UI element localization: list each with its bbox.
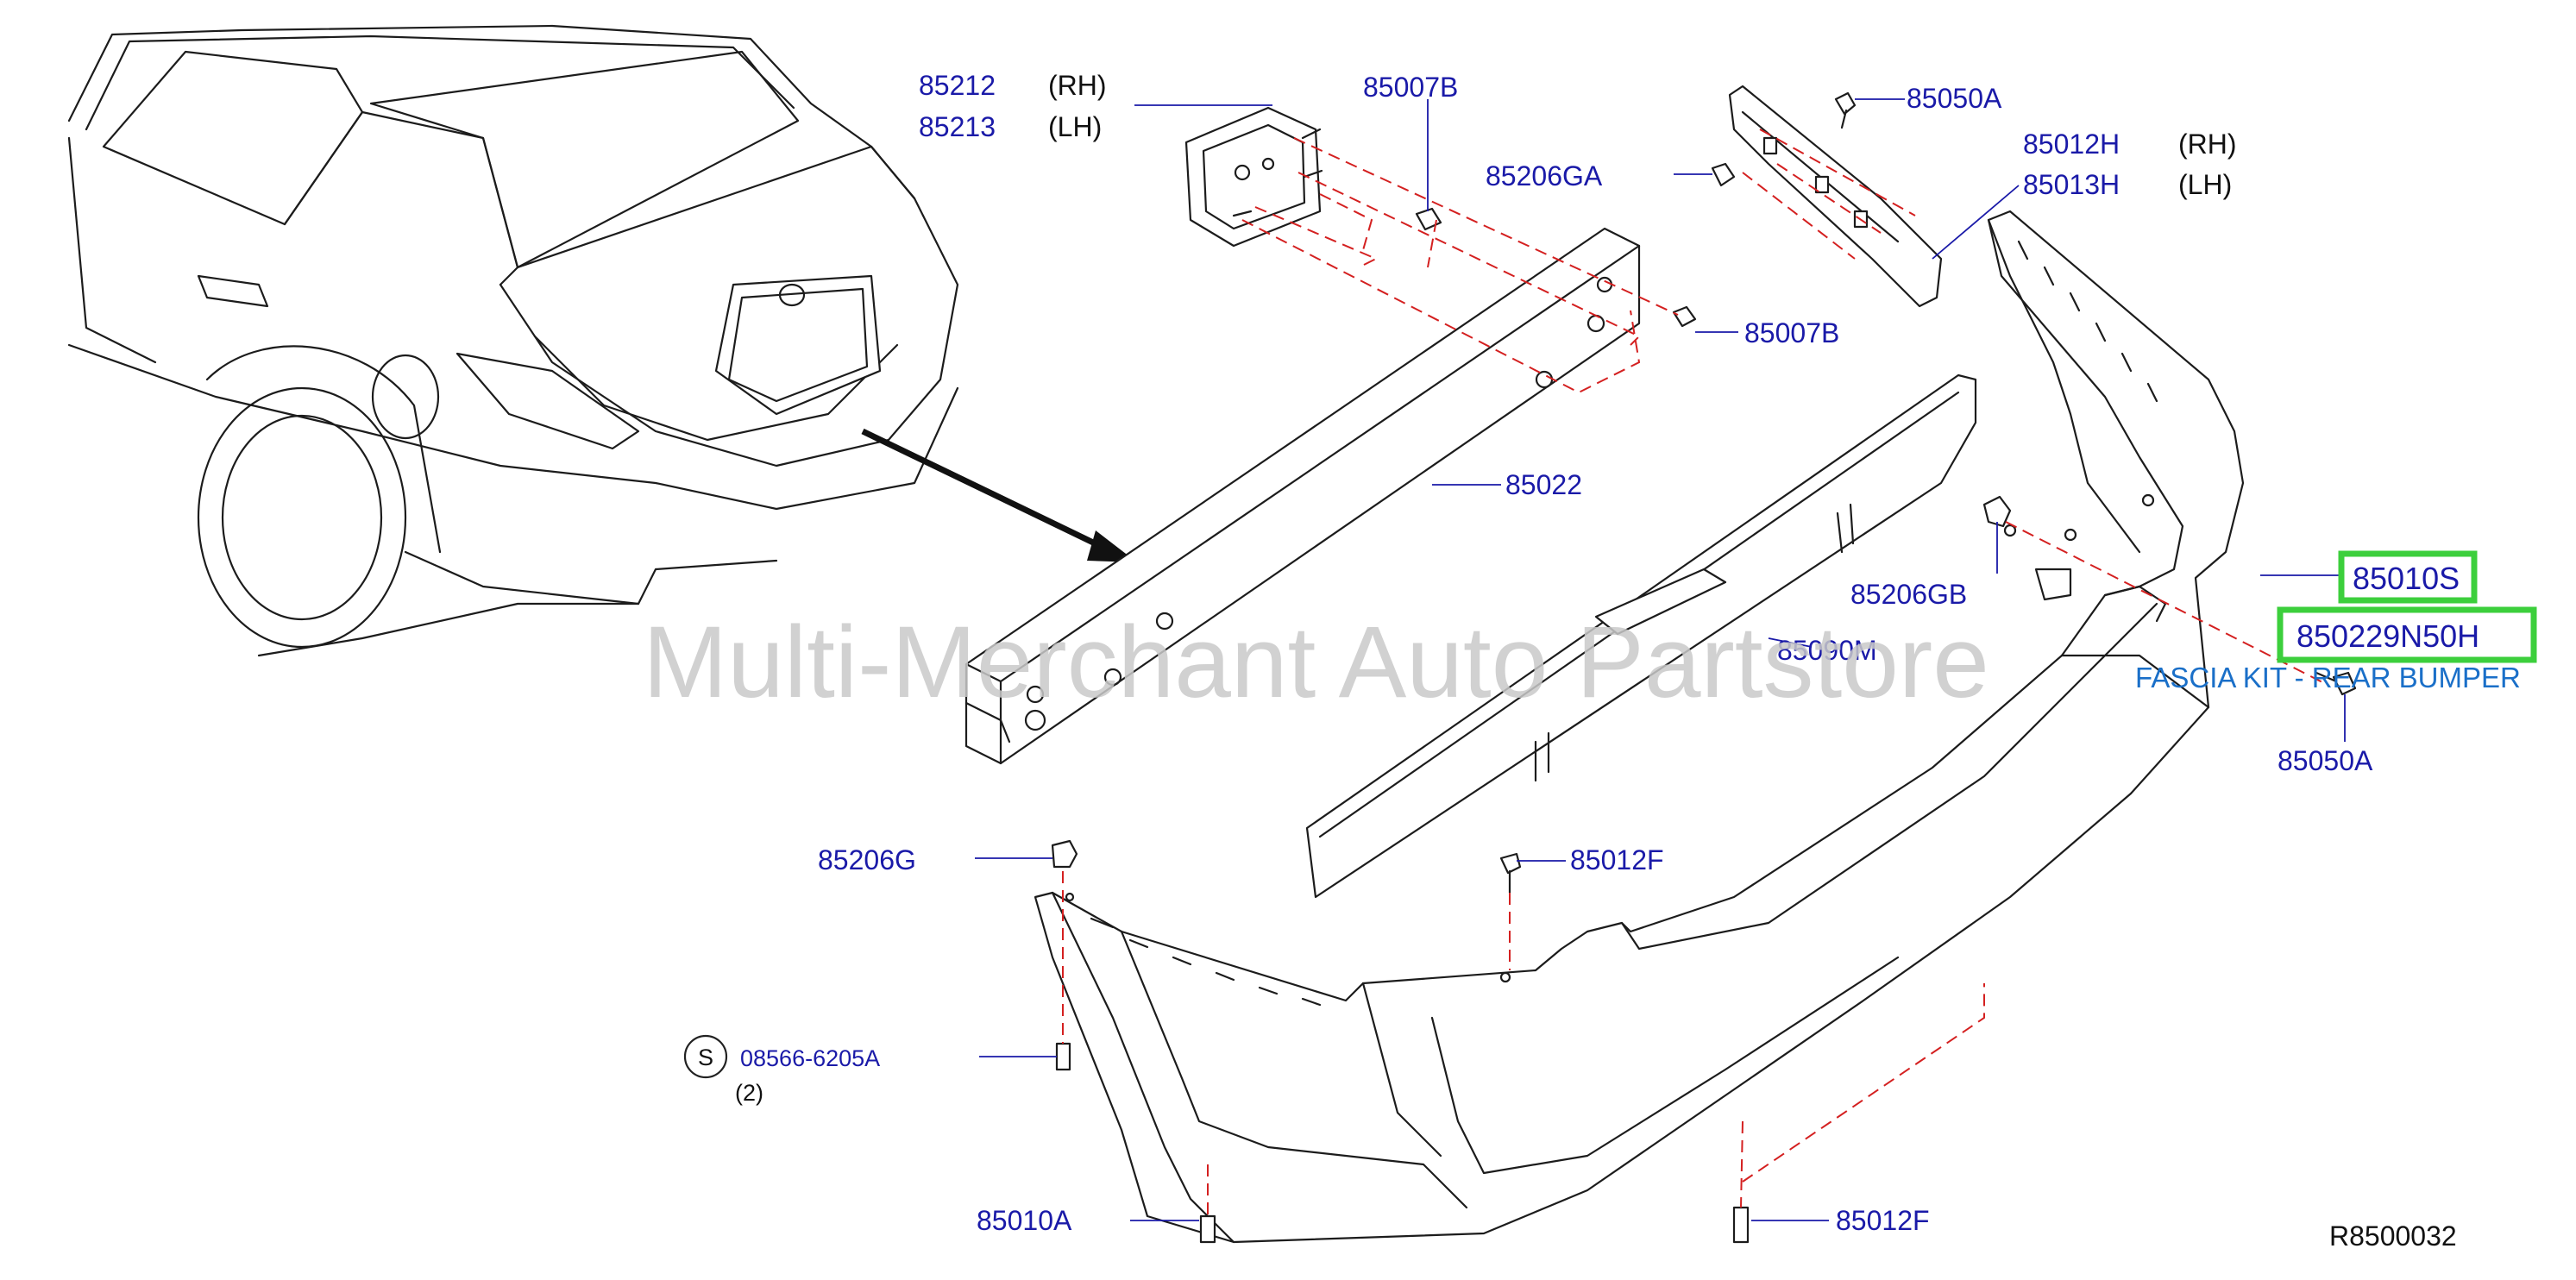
fasteners [1051, 91, 2357, 1244]
special-symbol-circle [683, 1034, 728, 1079]
label-fascia-kit: FASCIA KIT - REAR BUMPER [2135, 662, 2521, 693]
label-85212-side: (RH) [1048, 70, 1107, 101]
label-85013H-side: (LH) [2178, 169, 2232, 200]
label-85010S[interactable]: 85010S [2353, 561, 2460, 596]
label-85007B-mid[interactable]: 85007B [1744, 317, 1839, 348]
label-85013H[interactable]: 85013H [2023, 169, 2120, 200]
bumper-bracket-85212 [1184, 106, 1323, 248]
label-85012H-side: (RH) [2178, 129, 2237, 160]
label-85206GA[interactable]: 85206GA [1486, 160, 1603, 191]
assembly-dash-lines [1062, 129, 2330, 1216]
label-85012F-bottom[interactable]: 85012F [1836, 1205, 1930, 1236]
highlight-box-85010S [2338, 550, 2478, 604]
label-850229N50H[interactable]: 850229N50H [2296, 618, 2479, 654]
label-85213-side: (LH) [1048, 111, 1102, 142]
highlight-box-850229N50H [2277, 606, 2537, 663]
label-85090M[interactable]: 85090M [1777, 635, 1877, 666]
label-85012H[interactable]: 85012H [2023, 129, 2120, 160]
label-85206G[interactable]: 85206G [818, 844, 916, 875]
special-symbol-letter: S [698, 1045, 713, 1070]
label-85213[interactable]: 85213 [919, 111, 996, 142]
quantity-note: (2) [735, 1080, 763, 1106]
label-85050A-right[interactable]: 85050A [2278, 745, 2373, 776]
label-85206GB[interactable]: 85206GB [1850, 579, 1967, 610]
diagram-reference-code: R8500032 [2329, 1220, 2457, 1252]
label-85007B-top[interactable]: 85007B [1363, 72, 1458, 103]
label-85022[interactable]: 85022 [1505, 469, 1582, 500]
bumper-fascia [1034, 210, 2245, 1244]
energy-absorber-85090M [1305, 373, 1977, 899]
watermark-text: Multi-Merchant Auto Partstore [643, 605, 1989, 719]
label-85050A-top[interactable]: 85050A [1907, 83, 2002, 114]
label-85212[interactable]: 85212 [919, 70, 996, 101]
vehicle-rear-illustration [67, 24, 1137, 657]
label-08566-6205A[interactable]: 08566-6205A [740, 1045, 880, 1071]
bumper-reinforcement-85022 [964, 227, 1641, 765]
label-85010A[interactable]: 85010A [977, 1205, 1072, 1236]
leader-lines [975, 98, 2346, 1221]
bumper-side-bracket-85012H [1728, 85, 1943, 308]
label-85012F-mid[interactable]: 85012F [1570, 844, 1664, 875]
